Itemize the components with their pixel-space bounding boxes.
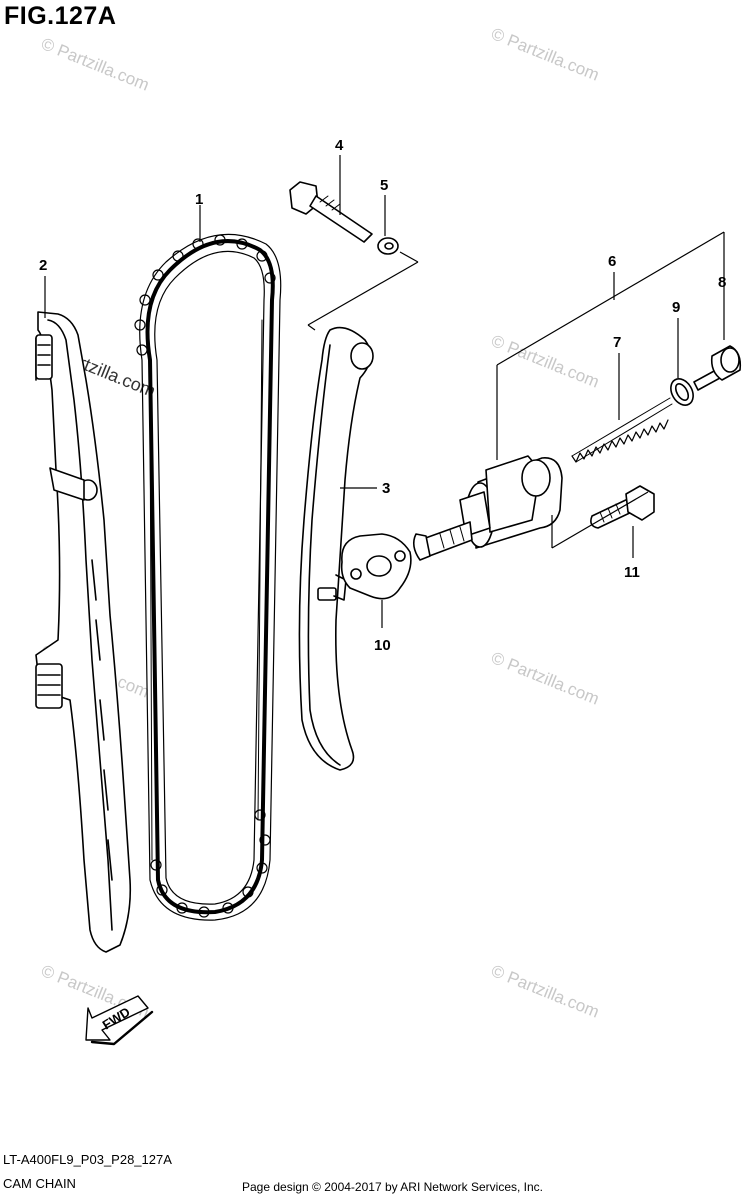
figure-title: FIG.127A bbox=[4, 2, 117, 30]
figure-caption: CAM CHAIN bbox=[3, 1176, 76, 1191]
fwd-arrow bbox=[85, 995, 154, 1046]
callout-2: 2 bbox=[39, 257, 47, 274]
o-ring-part-9 bbox=[670, 378, 694, 406]
callout-7: 7 bbox=[613, 334, 621, 351]
watermark: © Partzilla.com bbox=[489, 648, 602, 709]
tensioner-arm-part-3 bbox=[298, 326, 374, 771]
callout-10: 10 bbox=[374, 637, 391, 654]
figure-code: LT-A400FL9_P03_P28_127A bbox=[3, 1152, 172, 1167]
tensioner-body-part-6 bbox=[412, 455, 563, 561]
leader-lines bbox=[44, 155, 725, 628]
gasket-part-10 bbox=[340, 533, 412, 600]
callout-5: 5 bbox=[380, 177, 388, 194]
watermark: © Partzilla.com bbox=[489, 331, 602, 392]
callout-6: 6 bbox=[608, 253, 616, 270]
watermark: © Partzilla.com bbox=[489, 24, 602, 85]
spring-part-7 bbox=[571, 397, 673, 463]
chain-guide-part-2 bbox=[35, 311, 132, 953]
callout-4: 4 bbox=[335, 137, 344, 154]
watermark: © Partzilla.com bbox=[39, 34, 152, 95]
bolt-part-4 bbox=[289, 181, 373, 243]
washer-part-5 bbox=[377, 237, 399, 255]
callout-9: 9 bbox=[672, 299, 680, 316]
cam-chain-part-1 bbox=[134, 233, 282, 921]
callouts: 1 2 3 4 5 6 7 8 9 10 11 bbox=[39, 137, 726, 654]
callout-3: 3 bbox=[382, 480, 390, 497]
callout-11: 11 bbox=[624, 564, 640, 581]
callout-8: 8 bbox=[718, 274, 726, 291]
copyright-footer: Page design © 2004-2017 by ARI Network S… bbox=[242, 1180, 544, 1194]
cap-bolt-part-8 bbox=[693, 345, 742, 391]
watermark: © Partzilla.com bbox=[489, 961, 602, 1022]
callout-1: 1 bbox=[195, 191, 203, 208]
bolt-part-11 bbox=[590, 485, 655, 529]
